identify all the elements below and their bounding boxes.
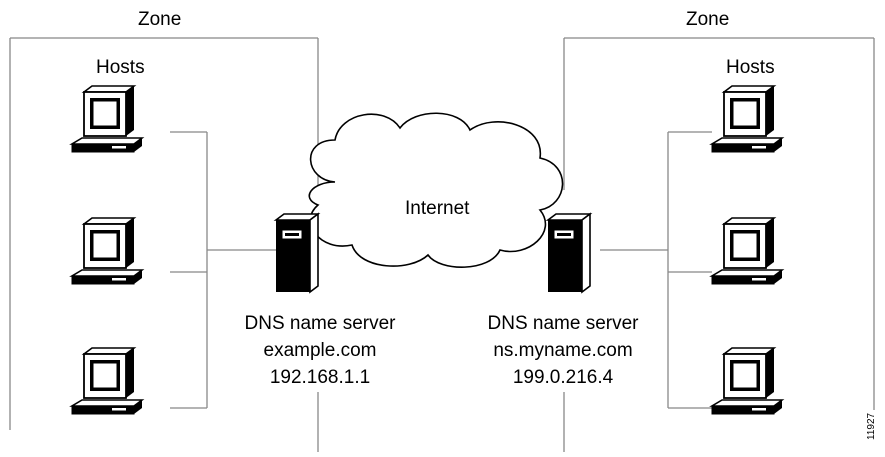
- computer-monitor-icon: [711, 347, 783, 415]
- hosts-label-right: Hosts: [726, 57, 775, 78]
- left-host-wiring: [170, 131, 278, 409]
- computer-monitor-icon: [71, 217, 143, 285]
- zone-boundary-right: [563, 37, 875, 452]
- computer-monitor-icon: [71, 85, 143, 153]
- server-tower-icon: [275, 213, 319, 293]
- computer-monitor-icon: [711, 85, 783, 153]
- zone-label-left: Zone: [138, 9, 182, 30]
- zone-boundary-left: [9, 37, 319, 452]
- internet-label: Internet: [405, 198, 470, 219]
- computer-monitor-icon: [71, 347, 143, 415]
- server-name-right: ns.myname.com: [493, 340, 633, 361]
- server-ip-left: 192.168.1.1: [269, 367, 371, 388]
- server-role-right: DNS name server: [487, 313, 639, 334]
- right-host-wiring: [600, 131, 712, 409]
- server-ip-right: 199.0.216.4: [512, 367, 614, 388]
- figure-id: 11927: [866, 412, 877, 440]
- server-name-left: example.com: [263, 340, 377, 361]
- internet-cloud-icon: [308, 112, 564, 268]
- zone-label-right: Zone: [686, 9, 730, 30]
- server-role-left: DNS name server: [244, 313, 396, 334]
- computer-monitor-icon: [711, 217, 783, 285]
- hosts-label-left: Hosts: [96, 57, 145, 78]
- server-tower-icon: [547, 213, 591, 293]
